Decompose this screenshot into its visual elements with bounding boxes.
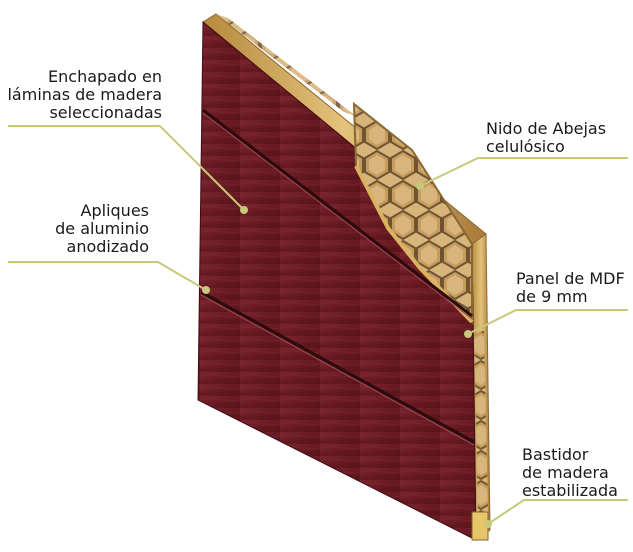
label-mdf-line2: de 9 mm	[516, 287, 588, 306]
label-apliques: Apliques de aluminio anodizado	[0, 202, 149, 256]
aluminum-strip-lower-highlight	[200, 294, 475, 446]
label-bastidor-line2: de madera	[522, 463, 609, 482]
label-nido-line2: celulósico	[486, 137, 565, 156]
label-enchapado-line2: láminas de madera	[7, 85, 162, 104]
label-apliques-line1: Apliques	[80, 201, 149, 220]
label-mdf-line1: Panel de MDF	[516, 269, 625, 288]
label-bastidor: Bastidor de madera estabilizada	[522, 446, 618, 500]
label-enchapado-line1: Enchapado en	[48, 67, 162, 86]
label-enchapado-line3: seleccionadas	[49, 103, 162, 122]
label-bastidor-line1: Bastidor	[522, 445, 589, 464]
leader-enchapado	[8, 125, 245, 211]
leader-bastidor	[487, 499, 628, 525]
leader-dot-bastidor	[484, 520, 492, 528]
aluminum-strip-lower	[200, 290, 475, 444]
label-apliques-line2: de aluminio	[55, 219, 149, 238]
top-honeycomb-edge	[216, 14, 356, 116]
leader-dot-mdf	[464, 330, 472, 338]
label-mdf: Panel de MDF de 9 mm	[516, 270, 625, 306]
right-side-honeycomb	[474, 330, 488, 518]
leader-dot-enchapado	[240, 206, 248, 214]
label-nido-line1: Nido de Abejas	[486, 119, 607, 138]
label-enchapado: Enchapado en láminas de madera seleccion…	[0, 68, 162, 122]
label-apliques-line3: anodizado	[66, 237, 149, 256]
label-nido: Nido de Abejas celulósico	[486, 120, 606, 156]
aluminum-strip-upper	[202, 108, 473, 318]
leader-mdf	[467, 309, 628, 335]
aluminum-strip-upper-highlight	[202, 112, 473, 320]
label-bastidor-line3: estabilizada	[522, 481, 618, 500]
leader-apliques	[8, 261, 207, 291]
leader-dot-nido	[416, 182, 424, 190]
leader-dot-apliques	[202, 286, 210, 294]
leader-nido	[419, 157, 628, 187]
